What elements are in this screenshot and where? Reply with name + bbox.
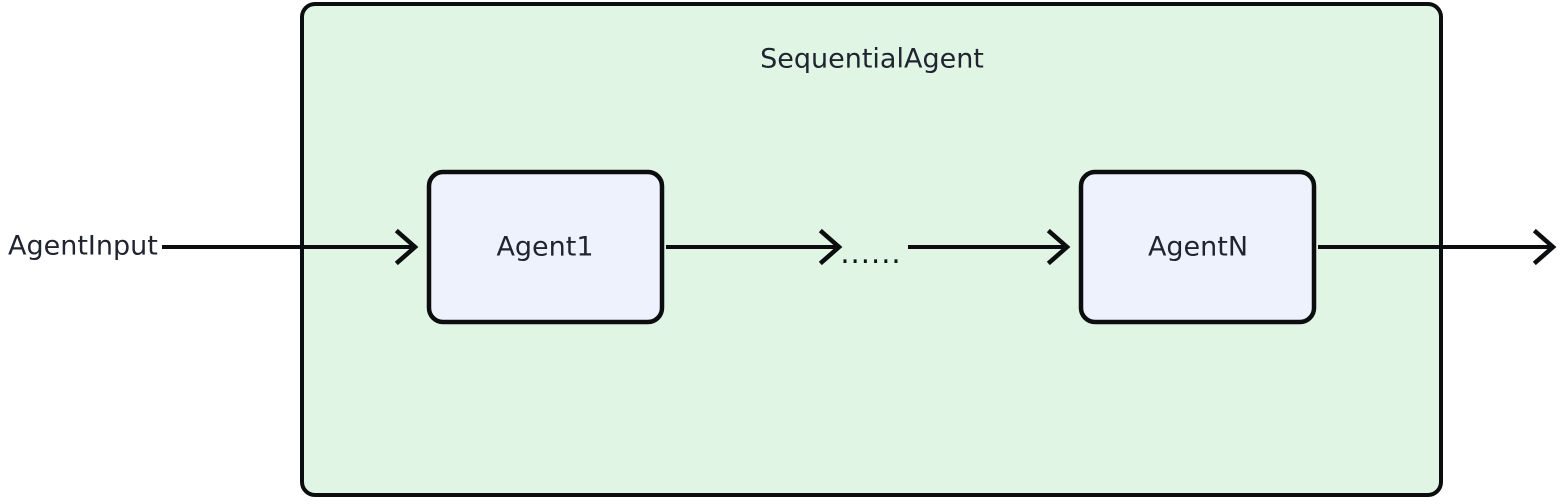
agent-input-label: AgentInput [8,231,158,262]
arrowhead-agentn-to-output [1532,228,1557,266]
arrowhead-agent1-to-ellipsis [818,228,843,266]
node-agentn-box[interactable] [1078,169,1317,325]
group-title: SequentialAgent [760,44,984,75]
node-agentn-label: AgentN [1148,232,1248,263]
group-sequentialagent-box[interactable] [300,2,1443,497]
node-agent1-label: Agent1 [496,232,593,263]
node-ellipsis-label: ...... [840,236,901,270]
arrowhead-ellipsis-to-agentn [1046,228,1071,266]
arrowhead-input-to-agent1 [394,228,419,266]
node-agent1-box[interactable] [426,169,665,325]
